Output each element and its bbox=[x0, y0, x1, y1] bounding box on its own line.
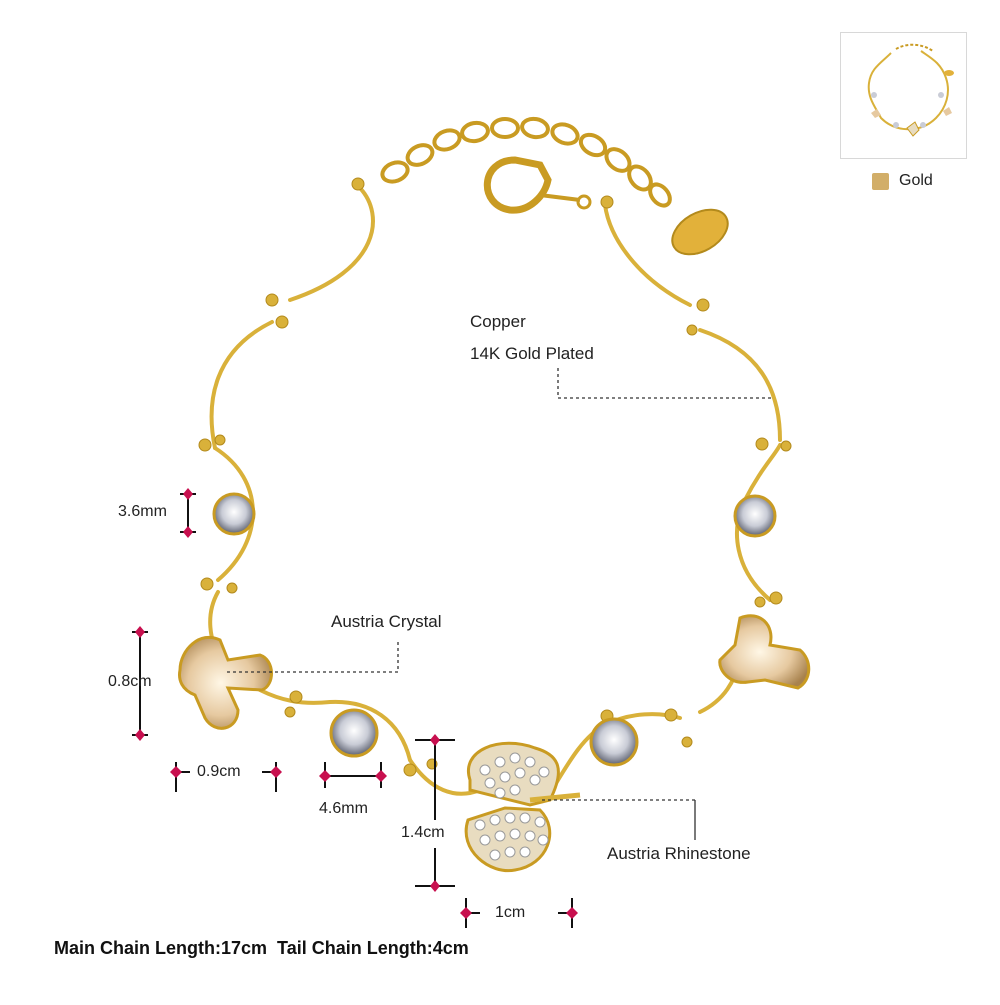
bracelet-thumbnail-icon bbox=[867, 43, 954, 137]
dimension-rhinestone-width: 1cm bbox=[495, 904, 526, 921]
tail-chain-length: Tail Chain Length:4cm bbox=[277, 938, 469, 958]
dimension-crystal-width: 0.9cm bbox=[197, 763, 241, 780]
rhinestone-dots bbox=[474, 752, 550, 861]
material-label-copper: Copper bbox=[470, 312, 526, 331]
lobster-clasp-icon bbox=[483, 156, 592, 214]
crystal-butterfly-right bbox=[718, 614, 811, 690]
dimension-round-stone-large: 4.6mm bbox=[319, 800, 368, 817]
callout-austria-crystal: Austria Crystal bbox=[331, 612, 442, 631]
dimension-round-stone-small: 3.6mm bbox=[118, 503, 167, 520]
crystal-butterfly-left bbox=[178, 635, 273, 730]
material-label-plating: 14K Gold Plated bbox=[470, 344, 594, 363]
variant-thumbnail[interactable] bbox=[840, 32, 967, 159]
dimension-markers bbox=[132, 488, 578, 928]
chain-length-footer: Main Chain Length:17cm Tail Chain Length… bbox=[54, 938, 469, 959]
main-chain-length: Main Chain Length:17cm bbox=[54, 938, 268, 958]
variant-option-gold[interactable]: Gold bbox=[872, 172, 933, 190]
gold-swatch-icon bbox=[872, 172, 889, 190]
callout-leader-lines bbox=[225, 368, 772, 840]
callout-austria-rhinestone: Austria Rhinestone bbox=[607, 844, 751, 863]
bracelet-chain bbox=[208, 186, 782, 796]
variant-label: Gold bbox=[899, 172, 933, 189]
dimension-crystal-height: 0.8cm bbox=[108, 673, 152, 690]
round-stones bbox=[212, 492, 777, 767]
extension-chain bbox=[380, 116, 672, 208]
dimension-rhinestone-height: 1.4cm bbox=[401, 824, 445, 841]
chain-beads bbox=[198, 177, 792, 777]
tag-charm bbox=[671, 208, 729, 256]
